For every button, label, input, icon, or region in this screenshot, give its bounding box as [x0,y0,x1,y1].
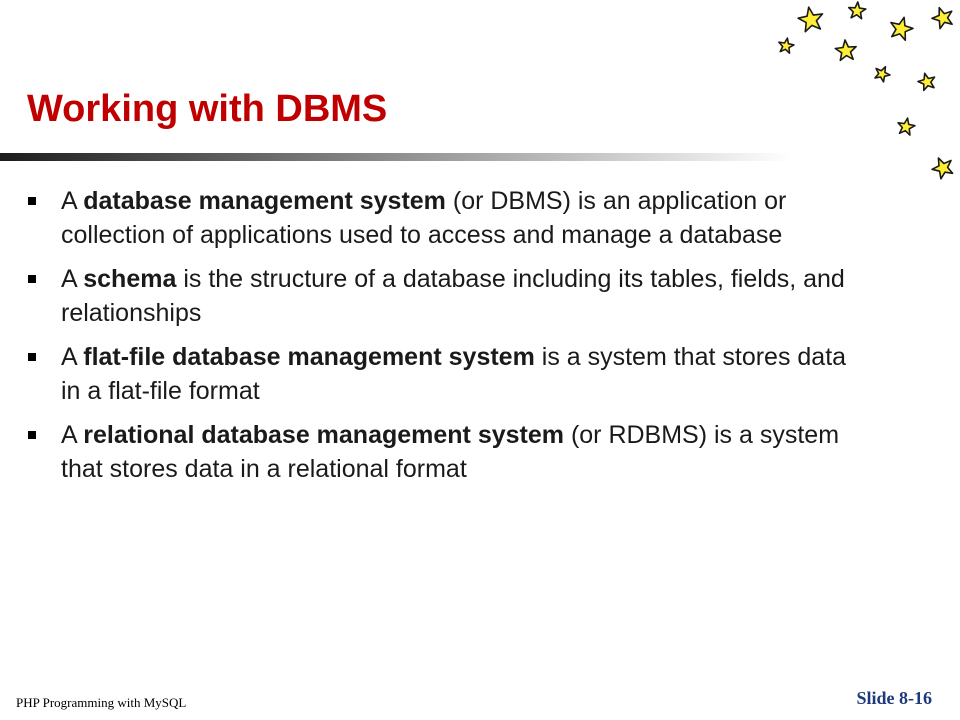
bullet-marker-icon [28,275,36,283]
star-icon [874,65,891,83]
bullet-text: A flat-file database management system i… [61,343,846,405]
bullet-term: database management system [83,187,446,215]
stars-decoration [778,1,954,180]
star-icon [847,1,867,20]
slide-title: Working with DBMS [27,88,388,130]
star-icon [917,72,936,92]
bullet-text: A relational database management system … [61,421,839,483]
bullet-term: flat-file database management system [83,343,535,371]
star-icon [931,6,953,30]
bullet-marker-icon [28,197,36,205]
bullet-item: A schema is the structure of a database … [28,262,858,330]
bullet-segment: (or DBMS) is an application or collectio… [61,187,787,249]
star-icon [931,157,954,180]
star-icon [897,117,916,136]
bullet-marker-icon [28,353,36,361]
star-icon [778,37,795,55]
bullet-item: A relational database management system … [28,418,858,486]
bullet-segment: A [61,187,84,215]
bullet-segment: is the structure of a database including… [61,265,845,327]
bullet-list: A database management system (or DBMS) i… [28,184,858,496]
bullet-item: A flat-file database management system i… [28,340,858,408]
bullet-text: A database management system (or DBMS) i… [61,187,786,249]
slide-number: Slide 8-16 [856,688,932,708]
bullet-term: schema [83,265,177,293]
title-divider [0,153,790,161]
star-icon [834,39,857,62]
bullet-text: A schema is the structure of a database … [61,265,845,327]
bullet-marker-icon [28,431,36,439]
bullet-item: A database management system (or DBMS) i… [28,184,858,252]
bullet-segment: A [61,421,84,449]
bullet-segment: is a system that stores data in a flat-f… [61,343,847,405]
bullet-segment: (or RDBMS) is a system that stores data … [61,421,840,483]
bullet-segment: A [61,265,84,293]
star-icon [797,6,824,33]
bullet-term: relational database management system [83,421,564,449]
footer-course-title: PHP Programming with MySQL [16,695,187,710]
bullet-segment: A [61,343,84,371]
star-icon [890,16,914,42]
